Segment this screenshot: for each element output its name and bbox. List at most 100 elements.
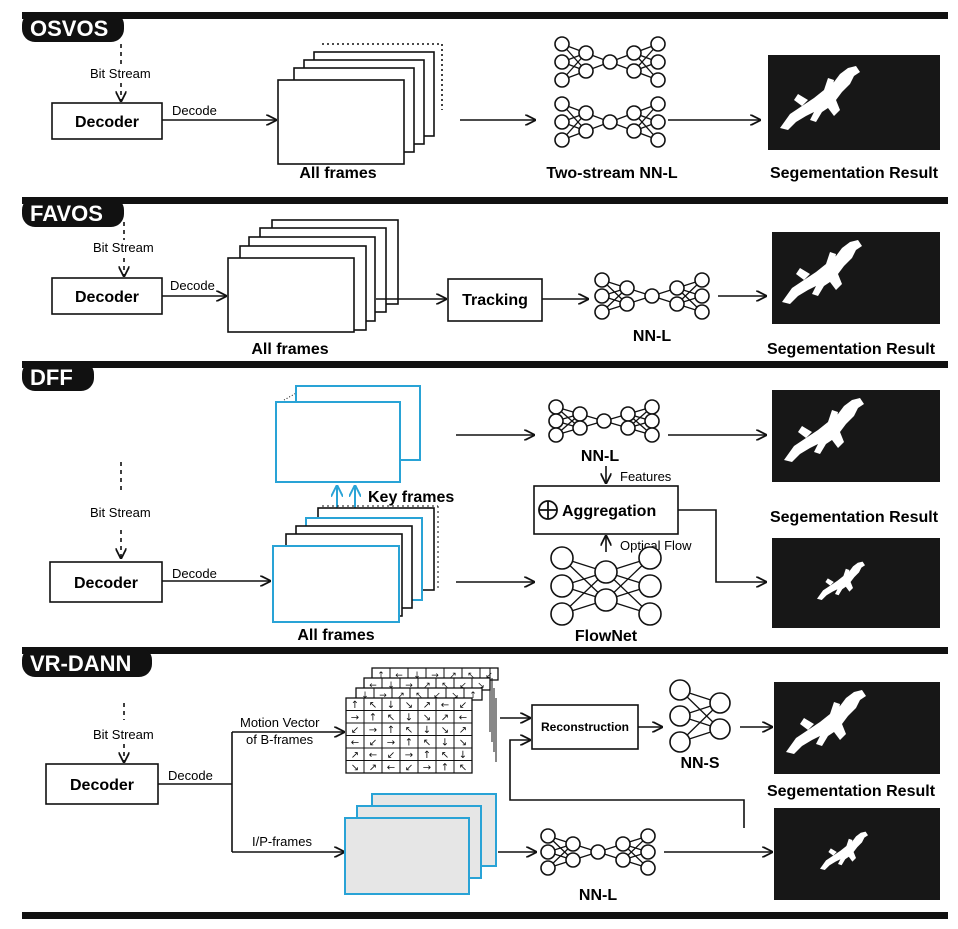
nn-node: [650, 114, 666, 130]
svg-text:↑: ↑: [423, 750, 431, 761]
section-bar: [22, 197, 948, 204]
nn-node: [669, 296, 685, 312]
nn-node: [602, 54, 618, 70]
nn-node: [578, 123, 594, 139]
svg-text:↖: ↖: [387, 713, 395, 724]
nn-node: [596, 413, 612, 429]
nn-node: [550, 574, 574, 598]
svg-text:→: →: [405, 750, 413, 761]
nn-l-icon: [540, 828, 656, 876]
svg-text:↘: ↘: [405, 700, 413, 711]
svg-text:↙: ↙: [485, 671, 493, 681]
aggregation-label: Aggregation: [562, 503, 656, 520]
nn-node: [650, 72, 666, 88]
nn-node: [554, 132, 570, 148]
nn-node: [669, 679, 691, 701]
svg-text:↑: ↑: [387, 725, 395, 736]
nn-node: [626, 123, 642, 139]
nn-node: [626, 45, 642, 61]
panel-dff: DFF Bit Stream Decoder Decode Key frames…: [22, 361, 948, 645]
network-label: NN-L: [633, 328, 671, 345]
motion-vector-grid: ↑←↓→↗↖↙←↓→↗↖↙↘↓→↗↖↙↘↑↑↖↓↘↗←↙→↑↖↓↘↗←↙→↑↖↓…: [345, 667, 499, 774]
nn-node: [620, 420, 636, 436]
svg-text:↙: ↙: [459, 700, 467, 711]
svg-text:↗: ↗: [449, 671, 457, 681]
frame-stack: [227, 219, 399, 333]
frame-stack: [272, 505, 439, 623]
svg-text:↓: ↓: [423, 725, 431, 736]
svg-text:→: →: [423, 763, 431, 774]
decoder-label: Decoder: [74, 575, 138, 592]
bit-stream-label: Bit Stream: [93, 727, 154, 742]
svg-text:↙: ↙: [433, 691, 441, 701]
nn-node: [638, 546, 662, 570]
svg-text:↗: ↗: [369, 763, 377, 774]
result-image-ip: [774, 808, 940, 900]
bit-stream-label: Bit Stream: [90, 66, 151, 81]
section-bar: [22, 647, 948, 654]
ip-frames-label: I/P-frames: [252, 834, 312, 849]
nn-node: [565, 852, 581, 868]
optical-flow-label: Optical Flow: [620, 538, 692, 553]
svg-text:↑: ↑: [469, 691, 477, 701]
svg-text:↓: ↓: [361, 691, 369, 701]
nn-node: [594, 304, 610, 320]
svg-text:↓: ↓: [387, 700, 395, 711]
nn-node: [578, 45, 594, 61]
nn-node: [619, 296, 635, 312]
nn-node: [565, 836, 581, 852]
svg-text:↖: ↖: [467, 671, 475, 681]
nn-node: [554, 54, 570, 70]
svg-text:↖: ↖: [369, 700, 377, 711]
motion-vector-label-2: of B-frames: [246, 732, 314, 747]
bit-stream-label: Bit Stream: [90, 505, 151, 520]
decoder-label: Decoder: [75, 114, 139, 131]
svg-text:↙: ↙: [459, 681, 467, 691]
frame-stack: [277, 43, 443, 165]
nn-node: [554, 96, 570, 112]
circled-plus-icon: [538, 500, 558, 520]
nn-node: [640, 828, 656, 844]
nn-node: [650, 132, 666, 148]
svg-text:→: →: [405, 681, 413, 691]
panel-title: DFF: [30, 365, 73, 390]
network-l-label: NN-L: [579, 887, 617, 904]
nn-node: [650, 36, 666, 52]
key-frames-label: Key frames: [368, 489, 454, 506]
nn-node: [644, 427, 660, 443]
panel-title: FAVOS: [30, 201, 103, 226]
nn-node: [540, 860, 556, 876]
result-label: Segementation Result: [767, 783, 936, 800]
nn-node: [640, 860, 656, 876]
svg-text:↑: ↑: [377, 671, 385, 681]
nn-node: [572, 406, 588, 422]
nn-node: [594, 588, 618, 612]
svg-text:↖: ↖: [441, 681, 449, 691]
svg-text:←: ←: [459, 713, 467, 724]
svg-text:↘: ↘: [477, 681, 485, 691]
svg-text:↓: ↓: [459, 750, 467, 761]
decoder-box: [51, 277, 163, 315]
svg-text:↖: ↖: [441, 750, 449, 761]
nn-node: [548, 413, 564, 429]
nn-l-icon: [548, 399, 660, 443]
tracking-box: [447, 278, 543, 322]
nn-node: [669, 280, 685, 296]
nn-node: [554, 114, 570, 130]
section-tab: [22, 197, 124, 227]
nn-node: [550, 546, 574, 570]
nn-node: [548, 427, 564, 443]
svg-text:→: →: [351, 713, 359, 724]
svg-text:↖: ↖: [415, 691, 423, 701]
nn-node: [709, 718, 731, 740]
nn-node: [540, 828, 556, 844]
nn-node: [650, 96, 666, 112]
frames-label: All frames: [299, 165, 376, 182]
nn-node: [669, 731, 691, 753]
svg-text:→: →: [369, 725, 377, 736]
svg-text:↓: ↓: [413, 671, 421, 681]
nn-node: [620, 406, 636, 422]
flownet-label: FlowNet: [575, 628, 638, 645]
svg-text:↘: ↘: [423, 713, 431, 724]
